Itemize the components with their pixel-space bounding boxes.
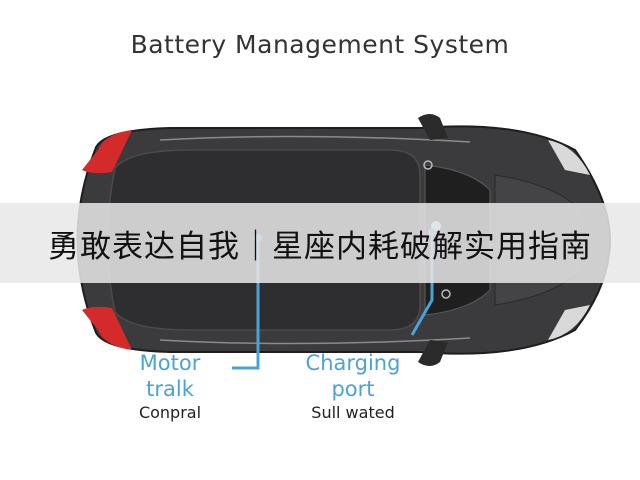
charging-label-sub: Sull wated [311,403,395,422]
tail-light-top [82,130,132,174]
headlight-top [548,140,590,175]
banner-text: 勇敢表达自我｜星座内耗破解实用指南 [48,228,592,265]
motor-label: Motor tralk Conpral [100,350,240,424]
charging-label: Charging port Sull wated [268,350,438,424]
headlight-bottom [548,305,590,340]
mirror-top [418,114,448,140]
motor-label-line2: tralk [146,377,194,401]
overlay-banner: 勇敢表达自我｜星座内耗破解实用指南 [0,203,640,283]
tail-light-bottom [82,306,132,350]
motor-label-sub: Conpral [138,403,202,422]
mirror-bottom [418,340,448,366]
diagram-title: Battery Management System [130,30,510,59]
motor-label-line1: Motor [139,351,201,375]
charging-label-line1: Charging [305,351,401,375]
charging-label-line2: port [331,377,375,401]
